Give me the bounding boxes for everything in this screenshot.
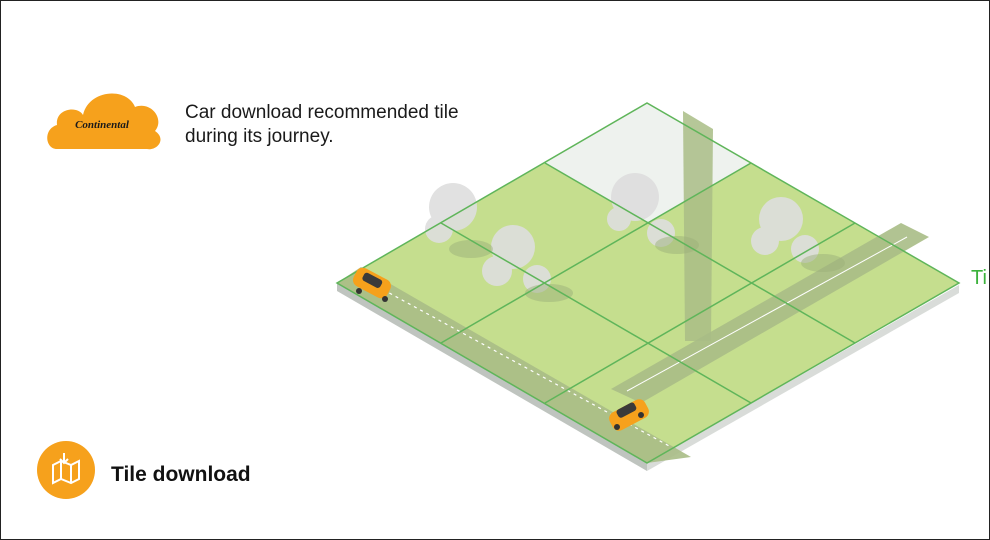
tile-grid [335, 102, 961, 464]
tree-shadows [449, 236, 845, 302]
road-left [337, 267, 691, 463]
footer-title: Tile download [111, 463, 251, 486]
map-side-left [337, 283, 647, 471]
road-right [611, 223, 929, 403]
road-dashes [370, 282, 672, 448]
car-left [352, 267, 392, 302]
cloud-icon [47, 93, 161, 150]
map-side-right [647, 285, 959, 471]
logo-wordmark: Continental [75, 119, 129, 131]
continental-logo: Continental [43, 87, 163, 157]
road-markings [626, 236, 908, 392]
tile-label-fragment: Ti [971, 267, 987, 289]
description-line-2: during its journey. [185, 126, 334, 147]
description-text: Car download recommended tile during its… [185, 101, 459, 149]
vertical-road [683, 111, 713, 341]
car-right [609, 399, 649, 431]
description-line-1: Car download recommended tile [185, 102, 459, 123]
map-download-icon [37, 441, 95, 499]
